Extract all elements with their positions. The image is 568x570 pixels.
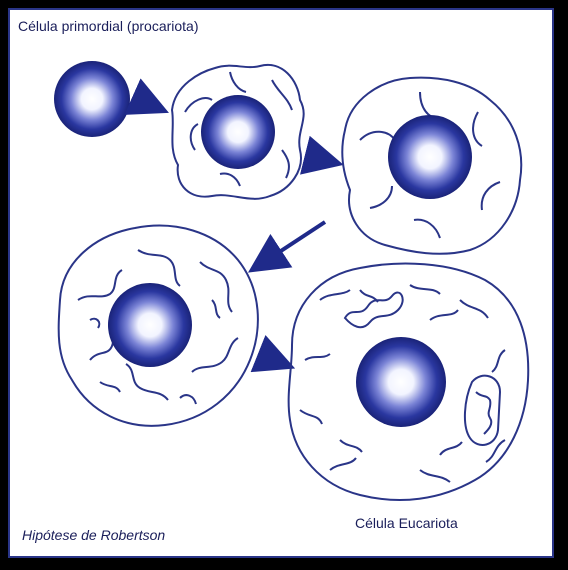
eukaryotic-cell-label: Célula Eucariota [355,515,458,531]
stage-1-primordial-cell [54,61,130,137]
stage-5-nucleus [356,337,446,427]
stage-3-cell [341,76,523,255]
primordial-cell-label: Célula primordial (procariota) [18,18,199,34]
stage-5-membrane [287,262,530,501]
stage-3-nucleus [388,115,472,199]
stage-4-cell [57,224,259,427]
stage-2-cell [170,63,305,200]
mitochondrion [464,374,502,446]
arrow-2 [299,135,344,175]
arrow-4 [250,335,296,373]
stage-5-eukaryotic-cell [287,262,530,501]
stage-4-membrane [57,224,259,427]
golgi [343,291,404,329]
stage-3-membrane [341,76,523,255]
arrow-3 [247,220,327,273]
stage-4-nucleus [108,283,192,367]
primordial-nucleus [54,61,130,137]
arrow-1 [124,78,169,115]
hypothesis-caption: Hipótese de Robertson [22,527,166,543]
stage-2-nucleus [201,95,275,169]
